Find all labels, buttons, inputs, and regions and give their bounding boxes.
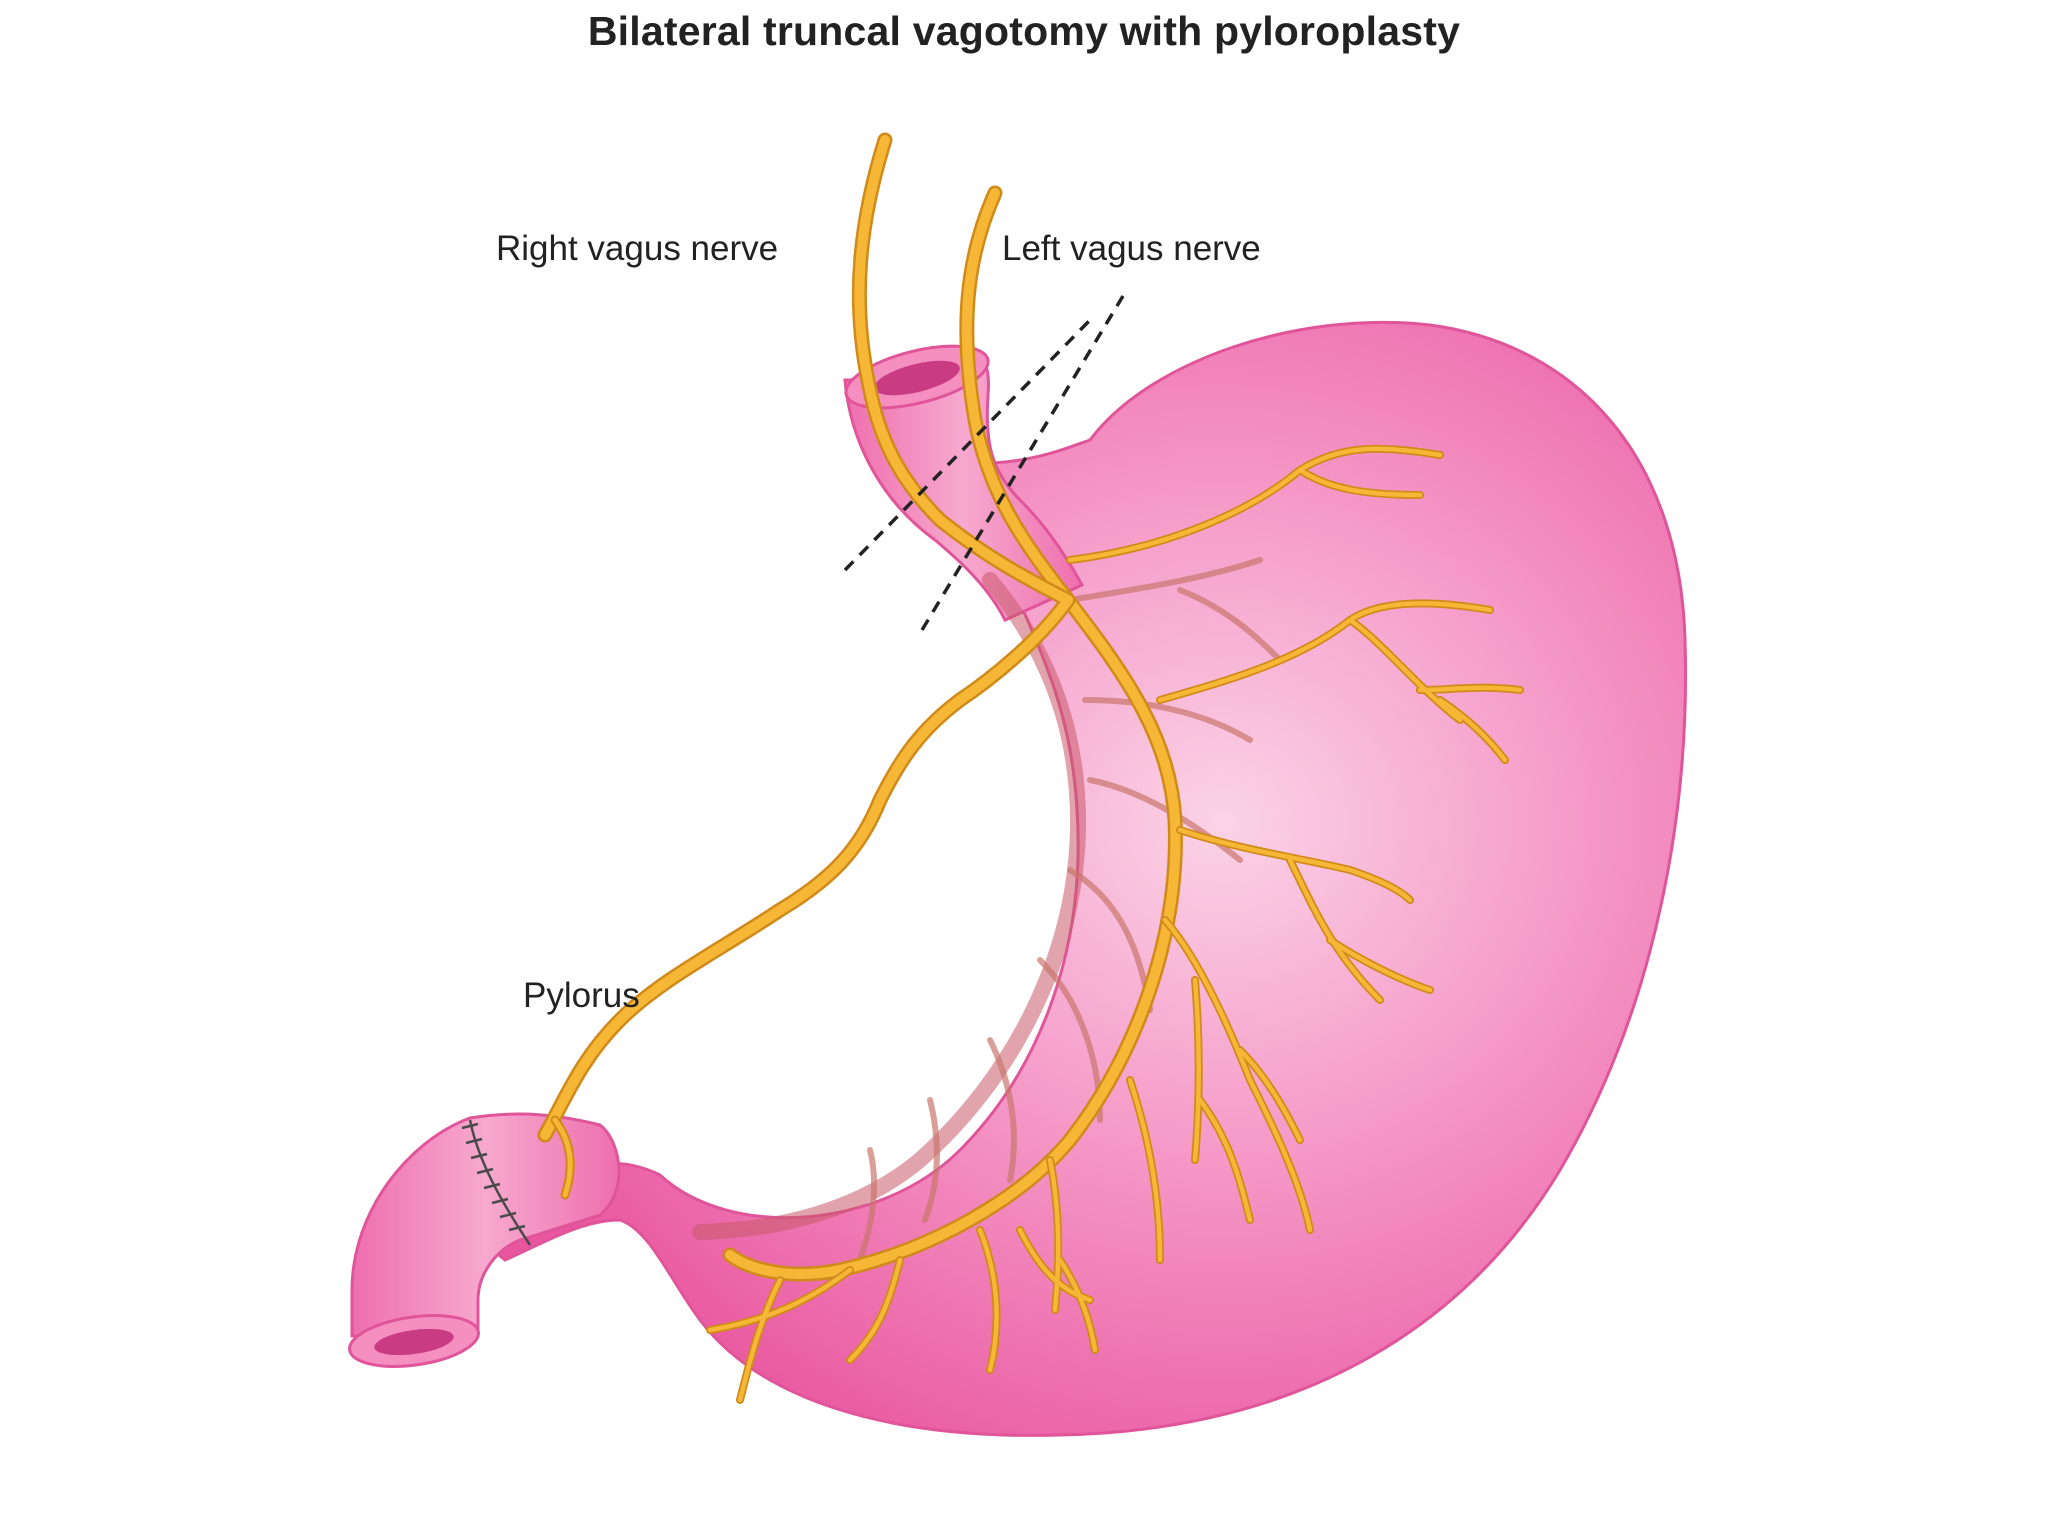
label-right-vagus-nerve: Right vagus nerve (496, 229, 778, 269)
label-left-vagus-nerve: Left vagus nerve (1002, 229, 1261, 269)
right-vagus-nerve (545, 140, 1068, 1195)
label-pylorus: Pylorus (523, 976, 640, 1016)
